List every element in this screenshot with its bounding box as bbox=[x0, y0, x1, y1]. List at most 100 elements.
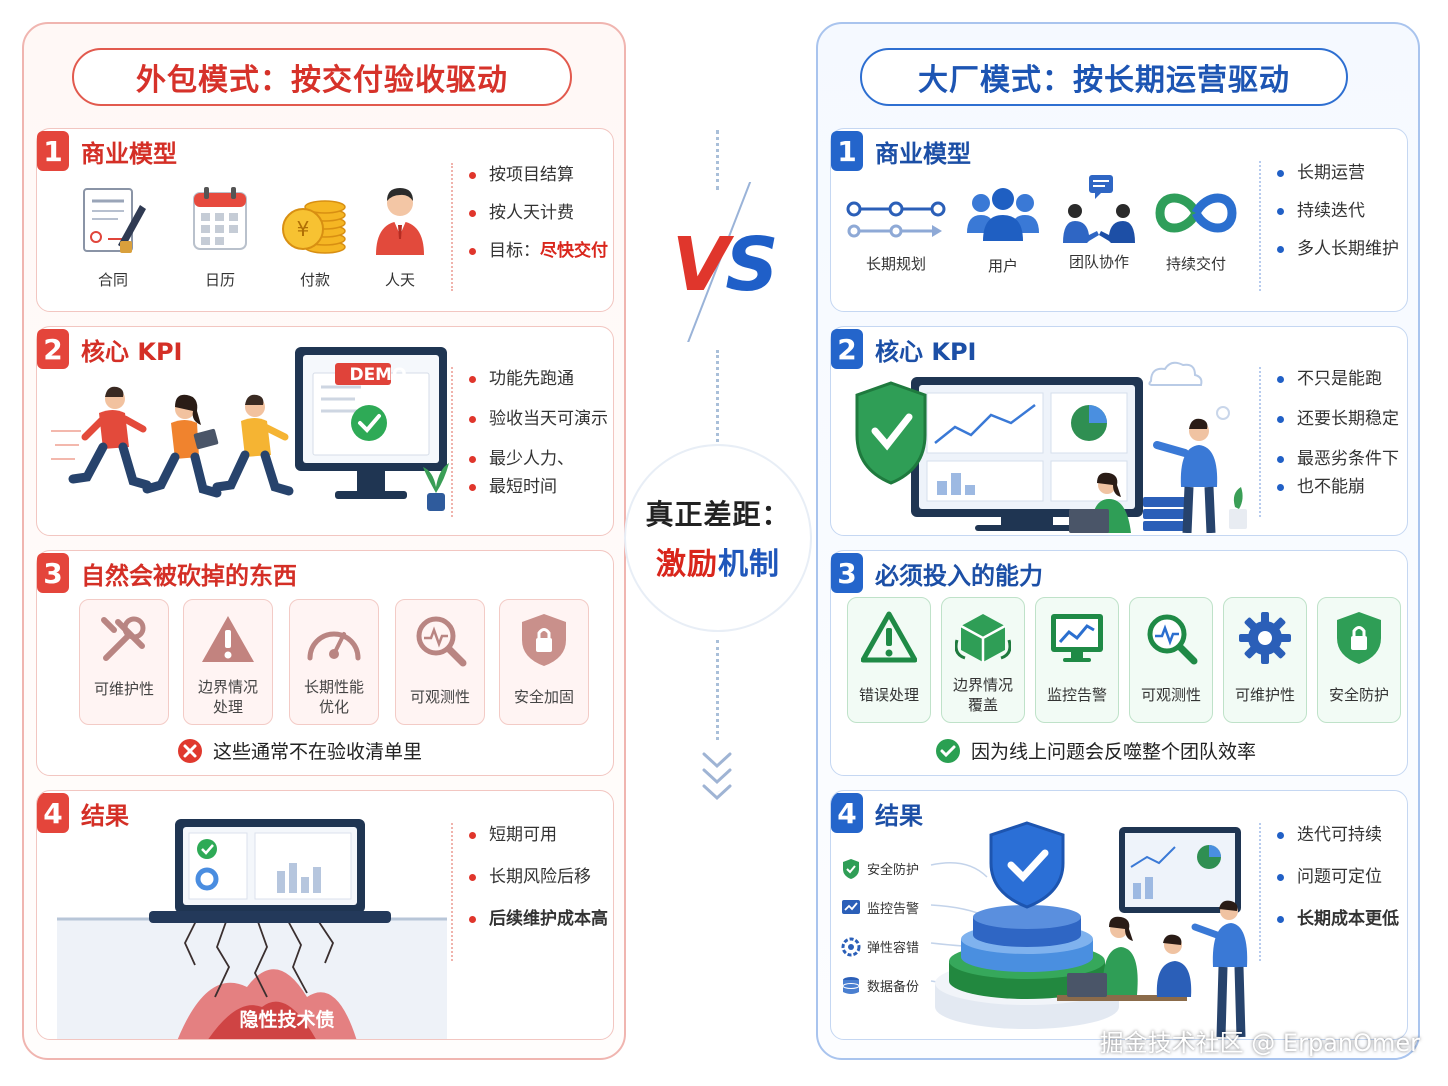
section-number: 3 bbox=[37, 553, 69, 593]
magnifier-icon bbox=[1147, 614, 1198, 665]
running-people-illustration bbox=[51, 386, 294, 498]
note-text: 因为线上问题会反噬整个团队效率 bbox=[971, 741, 1257, 763]
database-icon bbox=[842, 976, 860, 994]
calendar-icon bbox=[193, 187, 247, 250]
bullet-highlight: 长期成本更低 bbox=[1277, 907, 1399, 931]
goal-prefix: 目标： bbox=[489, 241, 540, 261]
tile-security: 安全加固 bbox=[499, 599, 589, 725]
left-s2-bullets: 功能先跑通 验收当天可演示 最少人力、 最短时间 bbox=[451, 367, 608, 517]
bullet-item: 长期风险后移 bbox=[469, 865, 608, 889]
layer-item: 安全防护 bbox=[841, 849, 919, 888]
infinity-item: 持续交付 bbox=[1153, 185, 1239, 274]
section-header: 1 商业模型 bbox=[37, 131, 177, 171]
left-s4-bullets: 短期可用 长期风险后移 后续维护成本高 bbox=[451, 823, 608, 961]
layer-item: 数据备份 bbox=[841, 966, 919, 1005]
bigtech-panel: 大厂模式：按长期运营驱动 1 商业模型 长期规划 用户 bbox=[816, 22, 1420, 1060]
coins-item: ¥ 付款 bbox=[277, 183, 353, 290]
warning-icon bbox=[860, 611, 918, 663]
person-icon bbox=[376, 188, 424, 255]
svg-text:¥: ¥ bbox=[297, 217, 310, 241]
center-line1: 真正差距： bbox=[645, 498, 791, 531]
magnifier-icon bbox=[416, 616, 467, 667]
note-text: 这些通常不在验收清单里 bbox=[213, 741, 423, 763]
shield-lock-icon bbox=[522, 614, 566, 666]
divider-upper bbox=[716, 350, 719, 442]
coins-label: 付款 bbox=[299, 271, 330, 289]
timeline-icon bbox=[846, 201, 946, 238]
stable-ops-illustration bbox=[855, 361, 1247, 533]
tile-monitoring: 监控告警 bbox=[1035, 597, 1119, 723]
layer-label: 安全防护 bbox=[867, 863, 920, 878]
team-label: 团队协作 bbox=[1068, 253, 1129, 271]
section-title: 结果 bbox=[81, 801, 129, 830]
section-number: 1 bbox=[831, 131, 863, 171]
center-line2-red: 激励 bbox=[656, 547, 718, 582]
team-item: 团队协作 bbox=[1059, 173, 1139, 272]
tile-maintainability: 可维护性 bbox=[1223, 597, 1307, 723]
watermark: 掘金技术社区 @ ErpanOmer bbox=[1099, 1029, 1420, 1057]
calendar-label: 日历 bbox=[204, 271, 235, 289]
right-s4-bullets: 迭代可持续 问题可定位 长期成本更低 bbox=[1259, 823, 1399, 961]
tile-label: 监控告警 bbox=[1046, 686, 1107, 704]
layer-item: 监控告警 bbox=[841, 888, 919, 927]
right-section-kpi: 2 核心 KPI bbox=[830, 326, 1408, 536]
bullet-item: 按项目结算 bbox=[469, 163, 608, 187]
left-section-cut-items: 3 自然会被砍掉的东西 可维护性 边界情况 处理 长期性能 优化 bbox=[36, 550, 614, 776]
section-header: 3 自然会被砍掉的东西 bbox=[37, 553, 297, 593]
bullet-continuation: 最短时间 bbox=[469, 475, 608, 499]
tile-observability: 可观测性 bbox=[395, 599, 485, 725]
contract-icon bbox=[83, 188, 146, 253]
section-header: 3 必须投入的能力 bbox=[831, 553, 1043, 593]
users-label: 用户 bbox=[987, 257, 1018, 275]
layered-platform-illustration bbox=[930, 821, 1248, 1038]
person-label: 人天 bbox=[384, 271, 415, 289]
protection-layers: 安全防护 监控告警 弹性容错 数据备份 bbox=[841, 849, 919, 1005]
left-s3-note: 这些通常不在验收清单里 bbox=[177, 737, 422, 764]
center-line2: 激励机制 bbox=[656, 539, 780, 583]
right-s1-bullets: 长期运营 持续迭代 多人长期维护 bbox=[1259, 161, 1399, 291]
tile-label: 边界情况 覆盖 bbox=[952, 676, 1013, 714]
team-icon bbox=[1063, 175, 1135, 243]
chevrons-down-icon bbox=[702, 752, 732, 801]
left-section-kpi: 2 核心 KPI bbox=[36, 326, 614, 536]
bullet-item: 不只是能跑 bbox=[1277, 367, 1399, 391]
tile-label: 安全防护 bbox=[1328, 686, 1389, 704]
bullet-item: 长期运营 bbox=[1277, 161, 1399, 185]
bullet-item: 迭代可持续 bbox=[1277, 823, 1399, 847]
outsourcing-title: 外包模式：按交付验收驱动 bbox=[72, 48, 572, 106]
center-line2-blue: 机制 bbox=[718, 547, 780, 582]
tile-label: 长期性能 优化 bbox=[303, 678, 364, 716]
divider-lower bbox=[716, 640, 719, 740]
bullet-highlight: 后续维护成本高 bbox=[469, 907, 608, 931]
timeline-item: 长期规划 bbox=[841, 195, 951, 274]
section-number: 2 bbox=[831, 329, 863, 369]
tile-label: 安全加固 bbox=[513, 688, 574, 706]
tile-label: 可观测性 bbox=[409, 688, 470, 706]
section-header: 2 核心 KPI bbox=[37, 329, 182, 369]
infinity-icon bbox=[1155, 193, 1237, 233]
section-title: 商业模型 bbox=[875, 139, 971, 168]
section-number: 3 bbox=[831, 553, 863, 593]
person-item: 人天 bbox=[367, 183, 433, 290]
gear-icon bbox=[1239, 612, 1291, 664]
right-section-business-model: 1 商业模型 长期规划 用户 bbox=[830, 128, 1408, 312]
bullet-item: 最恶劣条件下 bbox=[1277, 447, 1399, 471]
right-section-result: 4 结果 安全防护 监控告警 弹性容错 数据备份 bbox=[830, 790, 1408, 1040]
left-s1-bullets: 按项目结算 按人天计费 目标：尽快交付 bbox=[451, 163, 608, 291]
section-title: 核心 KPI bbox=[875, 337, 977, 366]
monitor-chart-icon bbox=[1051, 614, 1103, 662]
cross-icon bbox=[178, 738, 202, 763]
vs-v: V bbox=[672, 222, 729, 308]
right-section-capabilities: 3 必须投入的能力 错误处理 边界情况 覆盖 监控告警 bbox=[830, 550, 1408, 776]
left-section-business-model: 1 商业模型 合同 bbox=[36, 128, 614, 312]
layer-label: 监控告警 bbox=[867, 902, 920, 917]
section-number: 1 bbox=[37, 131, 69, 171]
vs-label: VS bbox=[672, 222, 779, 308]
wrench-icon bbox=[101, 616, 146, 661]
tile-error-handling: 错误处理 bbox=[847, 597, 931, 723]
section-number: 4 bbox=[831, 793, 863, 833]
left-section-result: 4 结果 隐性技术债 短期可用 长期风险后移 后续维护成本高 bbox=[36, 790, 614, 1040]
tile-label: 可维护性 bbox=[93, 680, 154, 698]
plant-icon bbox=[423, 463, 449, 511]
tile-maintainability: 可维护性 bbox=[79, 599, 169, 725]
